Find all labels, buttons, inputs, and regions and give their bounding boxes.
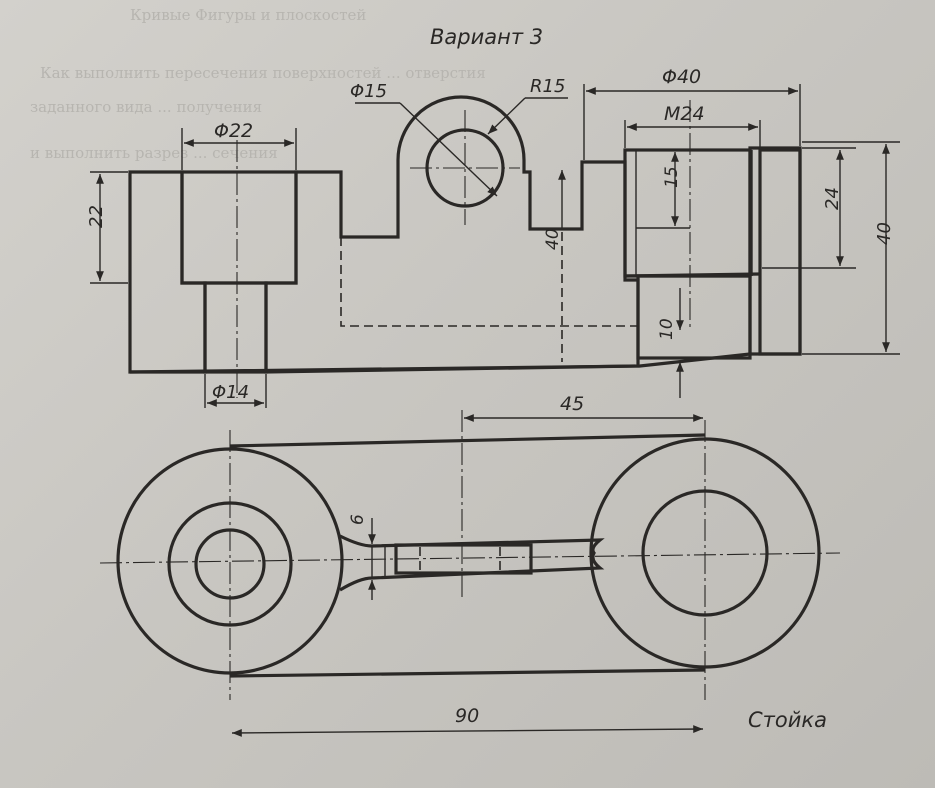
middle-body-section (264, 95, 640, 374)
dim-center-offset: 45 (560, 393, 584, 415)
dim-boss-inner-height: 24 (822, 187, 843, 210)
left-block-section (128, 170, 207, 374)
rib (339, 534, 605, 592)
dim-center-distance: 90 (455, 705, 479, 727)
dim-bore-small: Φ14 (212, 382, 249, 403)
dim-bottom-wall: 10 (657, 318, 677, 340)
thread-cavity (623, 148, 752, 278)
ghost-line: заданного вида ... получения (30, 98, 262, 116)
section-dimensions: Φ22 Φ14 22 Φ15 R15 40 Φ40 M24 15 (86, 66, 900, 408)
thread-bottom (624, 272, 761, 278)
dim-boss-height: 40 (874, 222, 895, 245)
ghost-line: и выполнить разрез ... сечения (30, 144, 278, 162)
plan-dimensions: 45 6 90 (231, 393, 704, 737)
boss-wall (758, 148, 802, 356)
bore-large (180, 170, 298, 285)
ghost-line: Как выполнить пересечения поверхностей .… (40, 64, 486, 82)
background-text: Кривые Фигуры и плоскостей Как выполнить… (30, 6, 486, 162)
boss-lower-cavity (636, 274, 752, 360)
dim-bore-large: Φ22 (214, 120, 253, 142)
lug-top-view (394, 543, 533, 575)
part-name: Стойка (748, 708, 827, 732)
variant-title: Вариант 3 (430, 25, 543, 49)
dim-boss-dia: Φ40 (662, 66, 701, 88)
right-boss-section (748, 146, 802, 356)
section-view (128, 95, 802, 398)
dim-lug-radius: R15 (530, 76, 565, 97)
ghost-line: Кривые Фигуры и плоскостей (130, 6, 366, 24)
plan-centerline-h (99, 552, 841, 564)
tangent-top (229, 433, 706, 448)
dim-slot-height: 40 (543, 228, 563, 250)
dim-lug-hole: Φ15 (350, 81, 387, 102)
plan-view (99, 410, 841, 700)
dim-rib-width: 6 (348, 514, 368, 525)
dim-bore-depth: 22 (86, 205, 107, 228)
hidden-cavity-line (340, 237, 640, 327)
dim-thread-depth: 15 (662, 166, 682, 188)
tangent-bottom (229, 668, 706, 678)
dim-thread: M24 (664, 103, 705, 125)
bore-small (203, 281, 268, 374)
